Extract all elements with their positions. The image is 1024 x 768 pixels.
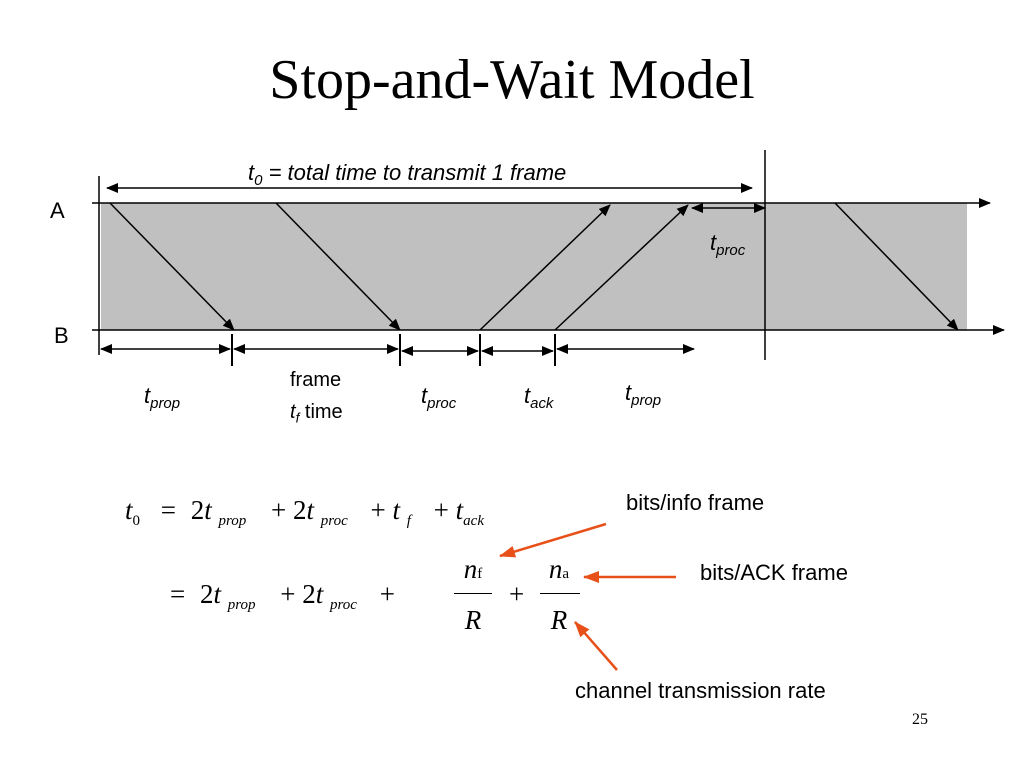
tf-time-text: time xyxy=(299,401,343,423)
eq1-coef-2: 2 xyxy=(293,495,307,525)
tf-sub: f xyxy=(295,410,300,426)
ack-start-arrow xyxy=(479,204,611,331)
bits-info-frame-label: bits/info frame xyxy=(626,490,765,515)
frac1-den: R xyxy=(464,605,482,635)
station-b-label: B xyxy=(54,323,69,348)
t0-sub: 0 xyxy=(254,171,263,189)
tproc-upper-var: t xyxy=(710,230,717,255)
eq1-var-3: t xyxy=(392,495,400,525)
eq2-plus-1: + xyxy=(280,579,296,609)
station-a-label: A xyxy=(50,198,65,223)
tack-label: tack xyxy=(524,383,553,411)
eq2-plus-3: + xyxy=(509,579,525,609)
eq1-sub-3: f xyxy=(406,513,411,529)
tack-sub: ack xyxy=(530,394,554,412)
tf-var: t xyxy=(290,401,296,423)
tprop1-label: tprop xyxy=(144,383,180,411)
tprop2-var: t xyxy=(625,380,632,405)
eq1-lhs-sub: 0 xyxy=(132,513,141,529)
frame-start-arrow xyxy=(109,202,235,331)
t0-var: t xyxy=(248,160,255,185)
tproc-upper-label: tproc xyxy=(710,230,745,258)
frame-label-line2: tf time xyxy=(290,401,343,426)
eq1-plus-1: + xyxy=(271,495,287,525)
t0-label: t0 = total time to transmit 1 frame xyxy=(248,160,567,188)
channel-rate-label: channel transmission rate xyxy=(575,678,826,703)
fraction-1-bar xyxy=(454,593,492,594)
page-number: 25 xyxy=(912,711,928,728)
eq1-plus-3: + xyxy=(433,495,449,525)
fraction-1-numerator: nf xyxy=(452,556,494,583)
tack-var: t xyxy=(524,383,531,408)
fraction-2-numerator: na xyxy=(537,556,581,583)
equation-line-1: t0 = 2t prop + 2t proc + t f + tack xyxy=(125,497,484,529)
channel-rate-arrow xyxy=(574,621,618,671)
next-frame-arrow xyxy=(834,202,959,331)
tproc-lower-label: tproc xyxy=(421,383,456,411)
eq1-plus-2: + xyxy=(370,495,386,525)
tprop2-label: tprop xyxy=(625,380,661,408)
bits-ack-frame-label: bits/ACK frame xyxy=(700,560,848,585)
eq2-sub-1: prop xyxy=(227,597,256,613)
slide-title: Stop-and-Wait Model xyxy=(269,49,755,111)
t0-description: = total time to transmit 1 frame xyxy=(262,160,567,185)
eq1-sub-2: proc xyxy=(320,513,348,529)
frame-label-line1: frame xyxy=(290,369,342,391)
eq1-var-4: t xyxy=(455,495,464,525)
ack-end-arrow xyxy=(554,204,689,331)
tprop1-sub: prop xyxy=(150,394,181,412)
eq2-var-2: t xyxy=(315,579,324,609)
eq2-coef-1: 2 xyxy=(199,579,214,609)
tproc-lower-var: t xyxy=(421,383,428,408)
eq1-lhs-var: t xyxy=(125,495,133,525)
eq1-sub-4: ack xyxy=(463,513,484,529)
frac2-den: R xyxy=(550,605,568,635)
eq2-var-1: t xyxy=(213,579,221,609)
tprop1-var: t xyxy=(144,383,151,408)
eq1-var-1: t xyxy=(204,495,212,525)
eq1-sub-1: prop xyxy=(218,513,247,529)
transmission-band xyxy=(101,203,967,330)
eq2-sub-2: proc xyxy=(330,597,357,613)
bits-info-arrow xyxy=(499,522,607,558)
fraction-1-denominator: R xyxy=(452,607,494,634)
frac1-num-sub: f xyxy=(477,566,483,582)
eq2-coef-2: 2 xyxy=(302,579,316,609)
eq1-equals: = xyxy=(160,495,176,525)
tproc-upper-sub: proc xyxy=(716,241,746,259)
eq2-plus-2: + xyxy=(379,579,395,609)
tprop2-sub: prop xyxy=(631,391,662,409)
frac1-num-var: n xyxy=(463,554,478,584)
fraction-2-bar xyxy=(540,593,580,594)
frac2-num-var: n xyxy=(548,554,563,584)
eq1-var-2: t xyxy=(306,495,315,525)
tproc-lower-sub: proc xyxy=(427,394,457,412)
frac2-num-sub: a xyxy=(562,566,570,582)
equation-line-2: = 2t prop + 2t proc + xyxy=(170,581,395,613)
eq1-coef-1: 2 xyxy=(190,495,205,525)
eq2-equals: = xyxy=(170,579,186,609)
frame-end-arrow xyxy=(275,202,401,331)
fraction-2-denominator: R xyxy=(537,607,581,634)
